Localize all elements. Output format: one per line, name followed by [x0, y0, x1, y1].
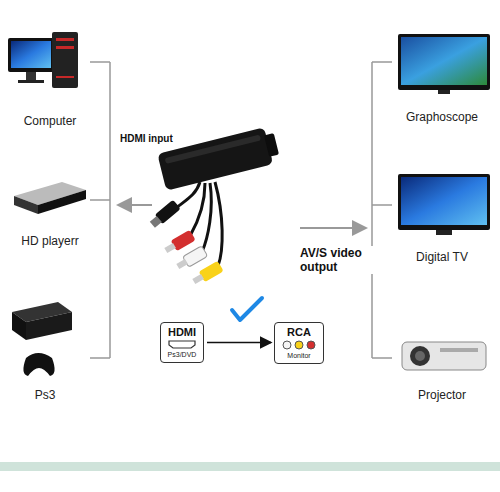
computer-icon-part	[56, 46, 74, 49]
rca-symbol	[281, 340, 317, 350]
digital-tv-icon-part	[398, 174, 490, 230]
node-label: Projector	[388, 388, 496, 402]
adapter-device-part	[157, 127, 273, 190]
digital-tv-icon-part	[401, 177, 487, 225]
rca-jack	[295, 341, 303, 349]
node-label: Ps3	[5, 388, 85, 402]
graphoscope-node: Graphoscope	[388, 30, 496, 124]
digital-tv-icon	[398, 174, 490, 235]
input-bracket	[90, 62, 152, 358]
node-sublabel: Monitor	[281, 351, 317, 360]
ps3-icon	[12, 302, 72, 376]
computer-icon-part	[18, 80, 44, 83]
digital-tv-icon-part	[436, 230, 452, 235]
input-bracket-part	[90, 61, 110, 63]
input-bracket-part	[118, 204, 152, 206]
computer-icon-part	[8, 38, 54, 72]
adapter-device-part	[157, 125, 281, 190]
output-bracket-part	[372, 357, 392, 359]
projector-icon-part	[415, 351, 425, 361]
graphoscope-icon-part	[398, 34, 490, 90]
computer-icon-part	[26, 72, 36, 80]
graphoscope-icon	[398, 34, 490, 94]
output-bracket	[300, 62, 392, 358]
rca-box: RCA Monitor	[274, 322, 324, 364]
projector-node: Projector	[388, 332, 496, 402]
adapter-device	[149, 125, 281, 286]
rca-jack	[307, 341, 315, 349]
bottom-stripe	[0, 462, 500, 471]
projector-icon-part	[402, 342, 486, 370]
check-mark	[232, 298, 262, 320]
input-bracket-part	[109, 62, 111, 358]
adapter-device-part	[192, 274, 204, 284]
graphoscope-icon-part	[438, 90, 450, 94]
digital-tv-node: Digital TV	[388, 170, 496, 264]
ps3-node: Ps3	[5, 296, 85, 402]
hd-player-icon-part	[38, 190, 86, 214]
node-label: Digital TV	[388, 250, 496, 264]
hdmi-box: HDMI Ps3/DVD	[160, 322, 204, 363]
input-bracket-part	[90, 199, 110, 201]
output-bracket-part	[372, 61, 392, 63]
computer-node: Computer	[5, 28, 95, 128]
hdmi-port	[169, 341, 195, 348]
output-bracket-part	[372, 204, 392, 206]
rca-jack	[283, 341, 291, 349]
node-label: HDMI	[167, 326, 197, 339]
callout-label: AV/S video output	[300, 246, 374, 274]
hd-player-node: HD playerr	[5, 172, 95, 248]
projector-icon-part	[440, 348, 478, 352]
computer-icon-part	[52, 32, 78, 88]
hd-player-icon	[14, 182, 86, 214]
node-label: Computer	[5, 114, 95, 128]
adapter-device-part	[150, 216, 162, 228]
projector-icon	[402, 342, 486, 370]
adapter-device-part	[191, 261, 224, 287]
adapter-device-part	[176, 182, 200, 208]
adapter-device-part	[202, 183, 211, 252]
adapter-device-part	[176, 259, 188, 269]
node-sublabel: Ps3/DVD	[167, 350, 197, 359]
conversion-arrow	[207, 342, 271, 344]
adapter-device-part	[215, 182, 222, 266]
adapter-device-part	[149, 200, 181, 230]
node-label: Graphoscope	[388, 110, 496, 124]
output-bracket-part	[300, 227, 366, 229]
hd-player-icon-part	[14, 196, 38, 214]
input-bracket-part	[90, 357, 110, 359]
adapter-device-part	[175, 246, 208, 272]
output-bracket-part	[371, 62, 373, 358]
ps3-icon-part	[26, 312, 72, 340]
projector-icon-part	[410, 346, 430, 366]
ps3-icon-part	[12, 312, 26, 340]
adapter-device-part	[264, 133, 279, 157]
adapter-device-part	[165, 135, 262, 165]
computer-icon-part	[11, 41, 51, 68]
adapter-device-part	[164, 243, 176, 253]
adapter-device-part	[190, 183, 205, 236]
graphoscope-icon-part	[401, 37, 487, 85]
node-label: RCA	[281, 326, 317, 339]
hdmi-symbol	[167, 340, 197, 349]
callout-label: HDMI input	[120, 133, 173, 145]
computer-icon-part	[56, 76, 74, 78]
node-label: HD playerr	[5, 234, 95, 248]
computer-icon	[8, 32, 78, 88]
ps3-icon-part	[23, 353, 54, 376]
computer-icon-part	[56, 38, 74, 41]
